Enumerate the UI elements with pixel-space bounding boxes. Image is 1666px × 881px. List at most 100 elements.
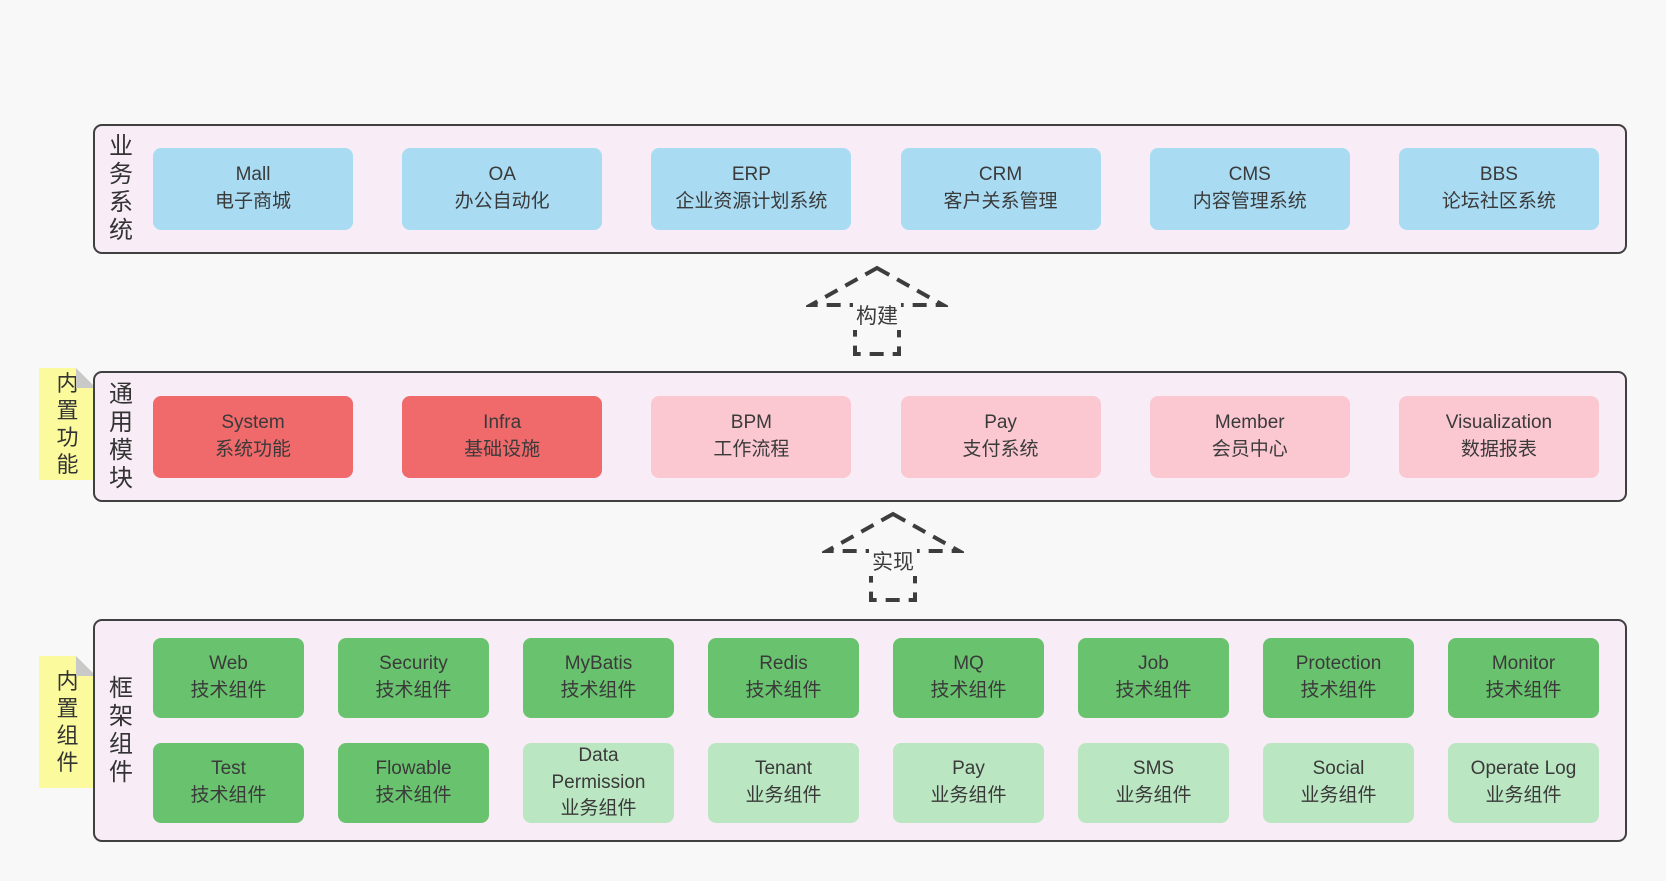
box-subtitle: 技术组件 [1300,680,1377,701]
diagram-box-erp: ERP 企业资源计划系统 [651,148,852,230]
box-subtitle: 电子商城 [214,191,291,212]
box-title: Pay [984,411,1017,433]
diagram-box-redis: Redis 技术组件 [708,638,859,718]
diagram-box-infra: Infra 基础设施 [402,395,603,478]
box-subtitle: 企业资源计划系统 [675,191,828,212]
diagram-box-operate-log: Operate Log 业务组件 [1448,743,1599,823]
box-subtitle: 内容管理系统 [1192,191,1307,212]
diagram-box-cms: CMS 内容管理系统 [1149,148,1350,230]
box-subtitle: 基础设施 [464,438,541,460]
box-title: Job [1138,653,1169,675]
box-subtitle: 支付系统 [962,438,1039,460]
box-title: BBS [1479,164,1518,186]
diagram-box-flowable: Flowable 技术组件 [338,743,489,823]
box-title: System [221,411,285,433]
box-subtitle: 技术组件 [375,785,452,806]
box-title: MQ [953,653,984,675]
diagram-box-protection: Protection 技术组件 [1263,638,1414,718]
diagram-box-web: Web 技术组件 [153,638,304,718]
box-title: BPM [730,411,772,433]
box-title: Redis [759,653,808,675]
box-subtitle: 业务组件 [560,798,637,820]
dashed-up-arrow-icon [806,265,948,356]
box-subtitle: 技术组件 [1115,680,1192,701]
diagram-box-monitor: Monitor 技术组件 [1448,638,1599,718]
box-title: CRM [978,164,1023,186]
box-title: Protection [1295,653,1382,675]
box-subtitle: 业务组件 [1485,785,1562,806]
layer-common-modules: 通用模块 System 系统功能 Infra 基础设施 BPM 工作流程 Pay 支付系统 Me… [93,371,1627,502]
box-subtitle: 会员中心 [1211,438,1288,460]
diagram-box-tenant: Tenant 业务组件 [708,743,859,823]
arrow-label: 构建 [853,300,901,330]
box-title: Member [1214,411,1285,433]
box-subtitle: 技术组件 [745,680,822,701]
box-subtitle: 数据报表 [1460,438,1537,460]
layer-label-text: 通用模块 [109,380,133,492]
box-title: Security [379,653,448,675]
sticky-note-text: 内置功能 [56,371,79,477]
diagram-box-bbs: BBS 论坛社区系统 [1398,148,1599,230]
arrow-implement: 实现 [822,510,964,604]
box-subtitle: 论坛社区系统 [1441,191,1556,212]
box-title: CMS [1228,164,1271,186]
box-title: Operate Log [1470,758,1577,780]
box-title: Pay [952,758,985,780]
box-title: Data Permission [551,744,646,793]
box-subtitle: 技术组件 [930,680,1007,701]
diagram-box-pay: Pay 支付系统 [900,395,1101,478]
box-subtitle: 技术组件 [375,680,452,701]
diagram-box-bpm: BPM 工作流程 [651,395,852,478]
box-title: OA [488,164,516,186]
box-title: Flowable [375,758,452,780]
diagram-box-data-permission: Data Permission 业务组件 [523,743,674,823]
diagram-box-crm: CRM 客户关系管理 [900,148,1101,230]
box-subtitle: 业务组件 [1115,785,1192,806]
box-subtitle: 业务组件 [930,785,1007,806]
box-subtitle: 系统功能 [214,438,291,460]
box-subtitle: 技术组件 [190,680,267,701]
layer-label: 通用模块 [95,373,147,500]
layer-label: 框架组件 [95,621,147,840]
diagram-box-job: Job 技术组件 [1078,638,1229,718]
box-title: Monitor [1491,653,1556,675]
box-title: Web [209,653,248,675]
box-subtitle: 技术组件 [1485,680,1562,701]
layer-label-text: 业务系统 [109,133,133,244]
box-title: MyBatis [564,653,633,675]
box-subtitle: 技术组件 [190,785,267,806]
arrow-label: 实现 [869,546,917,576]
diagram-box-member: Member 会员中心 [1149,395,1350,478]
box-subtitle: 工作流程 [713,438,790,460]
box-title: Visualization [1445,411,1553,433]
diagram-box-pay: Pay 业务组件 [893,743,1044,823]
layer-label: 业务系统 [95,126,147,252]
sticky-note-builtin-components: 内置组件 [39,656,96,788]
box-title: Mall [235,164,271,186]
box-subtitle: 客户关系管理 [943,191,1058,212]
sticky-note-builtin-features: 内置功能 [39,368,96,480]
layer-label-text: 框架组件 [109,674,133,786]
diagram-box-system: System 系统功能 [153,395,353,478]
box-title: Tenant [754,758,813,780]
sticky-note-text: 内置组件 [56,669,79,775]
diagram-box-security: Security 技术组件 [338,638,489,718]
box-title: ERP [731,164,771,186]
box-subtitle: 业务组件 [745,785,822,806]
box-title: Social [1312,758,1365,780]
diagram-box-mq: MQ 技术组件 [893,638,1044,718]
box-title: Infra [483,411,522,433]
diagram-box-mall: Mall 电子商城 [153,148,353,230]
arrow-build: 构建 [806,264,948,358]
